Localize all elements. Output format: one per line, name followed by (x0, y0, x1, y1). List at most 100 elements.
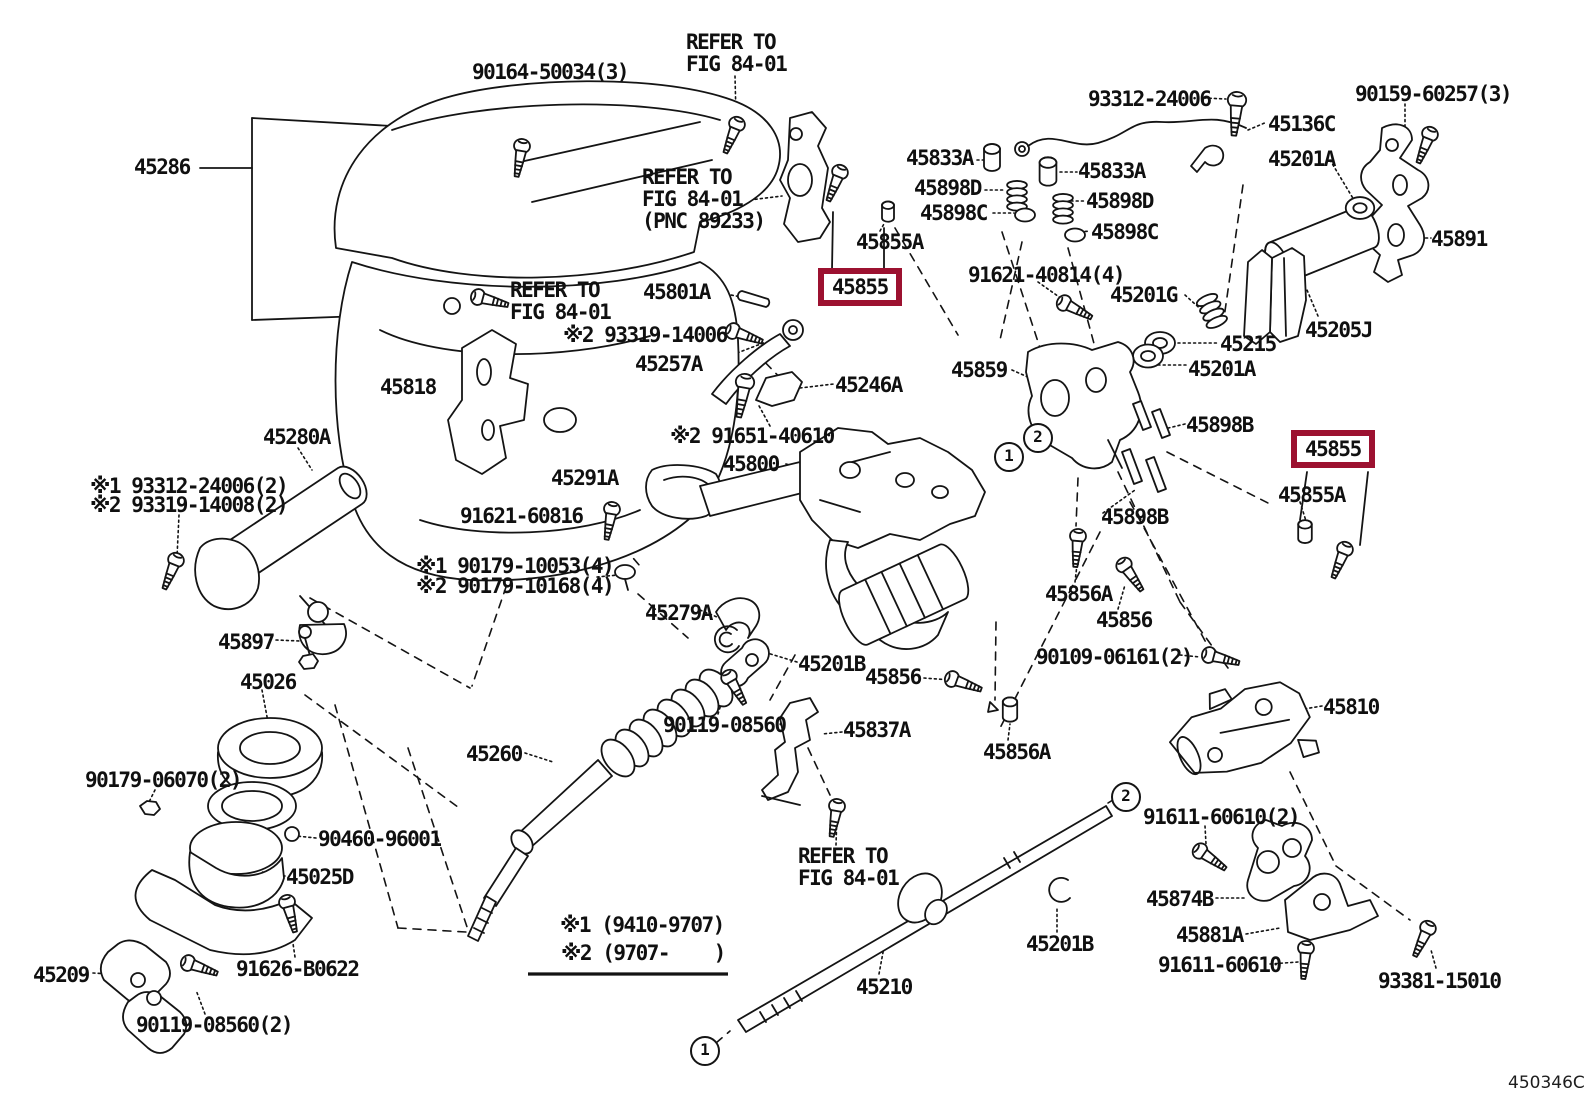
part-label: 90119-08560(2) (136, 1013, 294, 1037)
part-label: 45210 (856, 975, 913, 999)
part-label: 45881A (1176, 923, 1244, 947)
part-label: ※2 90179-10168(4) (416, 574, 615, 598)
part-label: 90119-08560 (663, 713, 787, 737)
part-label: 45855A (856, 230, 924, 254)
part-column-cover (335, 81, 780, 580)
part-wire-45136c (1015, 120, 1246, 172)
part-label: 91611-60610 (1158, 953, 1282, 977)
part-gear-45810 (1159, 660, 1325, 806)
part-label: 45801A (643, 280, 711, 304)
part-label: 45898B (1101, 505, 1169, 529)
part-label: 45898C (1091, 220, 1159, 244)
highlighted-part-label: 45855 (1291, 430, 1375, 468)
part-label: 45201A (1188, 357, 1256, 381)
part-bracket-45818 (448, 330, 528, 474)
part-label: 45215 (1220, 332, 1277, 356)
part-label: 45201A (1268, 147, 1336, 171)
part-label: 90164-50034(3) (472, 60, 630, 84)
part-label: 45246A (835, 373, 903, 397)
part-bracket-45881a (1285, 874, 1378, 940)
part-lever-45257a (712, 320, 803, 406)
part-label: 45898C (920, 201, 988, 225)
part-label: 45855A (1278, 483, 1346, 507)
part-label: 90159-60257(3) (1355, 82, 1513, 106)
part-label: 45833A (1078, 159, 1146, 183)
part-label: ※2 91651-40610 (670, 424, 835, 448)
part-mainshaft-assembly (1132, 196, 1384, 369)
part-label: 93312-24006 (1088, 87, 1212, 111)
part-label: 45291A (551, 466, 619, 490)
callout-number: 1 (994, 442, 1024, 472)
part-label: ※2 93319-14006 (563, 323, 728, 347)
part-label: 45286 (134, 155, 191, 179)
part-label: 45874B (1146, 887, 1214, 911)
part-label: 45025D (286, 865, 354, 889)
part-pin-45801a (738, 291, 769, 307)
part-label: 45898D (914, 176, 982, 200)
part-label: 45201B (798, 652, 866, 676)
part-label: 45201B (1026, 932, 1094, 956)
part-label: 45136C (1268, 112, 1336, 136)
part-label: 90460-96001 (318, 827, 442, 851)
part-ujoint-45209 (101, 940, 186, 1053)
part-label: ※1 93312-24006(2) (90, 474, 289, 498)
part-label: 93381-15010 (1378, 969, 1502, 993)
part-studs-45898b (1122, 401, 1170, 492)
part-label: 45260 (466, 742, 523, 766)
part-label: 45201G (1110, 283, 1178, 307)
part-shaft-45210 (738, 806, 1112, 1032)
part-label: ※1 (9410-9707) (560, 913, 725, 937)
part-label: 90109-06161(2) (1036, 645, 1194, 669)
part-label: 45810 (1323, 695, 1380, 719)
part-bracket-45874b (1247, 820, 1312, 901)
part-label: 45859 (951, 358, 1008, 382)
part-label: 45800 (723, 452, 780, 476)
part-dust-cover-stack (135, 718, 322, 954)
part-label: 91621-60816 (460, 504, 584, 528)
part-grommets-springs (983, 143, 1085, 242)
part-label: 45257A (635, 352, 703, 376)
part-label: 45856 (1096, 608, 1153, 632)
part-label: 45205J (1305, 318, 1373, 342)
part-switch-bracket (780, 112, 830, 242)
part-label: 45856A (1045, 582, 1113, 606)
part-tilt-bracket-45859 (1026, 342, 1141, 468)
part-label: 45209 (33, 963, 90, 987)
part-clamp-45279a (715, 598, 759, 652)
part-bolt-45897 (299, 626, 318, 669)
part-label: 45833A (906, 146, 974, 170)
part-label: 45897 (218, 630, 275, 654)
figure-code: 450346C (1508, 1073, 1585, 1093)
part-label: 45898D (1086, 189, 1154, 213)
highlighted-part-label: 45855 (818, 268, 902, 306)
part-housing-45280a (195, 467, 366, 655)
part-label: 45856 (865, 665, 922, 689)
part-label: 45856A (983, 740, 1051, 764)
part-label: ※2 93319-14008(2) (90, 493, 289, 517)
part-column-45800 (700, 428, 985, 649)
part-label: 45279A (645, 601, 713, 625)
part-label: 90179-06070(2) (85, 768, 243, 792)
part-label: 91621-40814(4) (968, 263, 1126, 287)
part-label: 45026 (240, 670, 297, 694)
callout-number: 2 (1023, 423, 1053, 453)
part-label: ※2 (9707- ) (561, 941, 726, 965)
part-label: 45898B (1186, 413, 1254, 437)
part-label: 45837A (843, 718, 911, 742)
callout-number: 2 (1111, 782, 1141, 812)
part-label: 91626-B0622 (236, 957, 360, 981)
part-label: 91611-60610(2) (1143, 805, 1301, 829)
fasteners (140, 90, 1441, 983)
callout-number: 1 (690, 1036, 720, 1066)
part-label: 45818 (380, 375, 437, 399)
part-label: 45891 (1431, 227, 1488, 251)
part-label: ※1 90179-10053(4) (416, 554, 615, 578)
part-label: 45280A (263, 425, 331, 449)
